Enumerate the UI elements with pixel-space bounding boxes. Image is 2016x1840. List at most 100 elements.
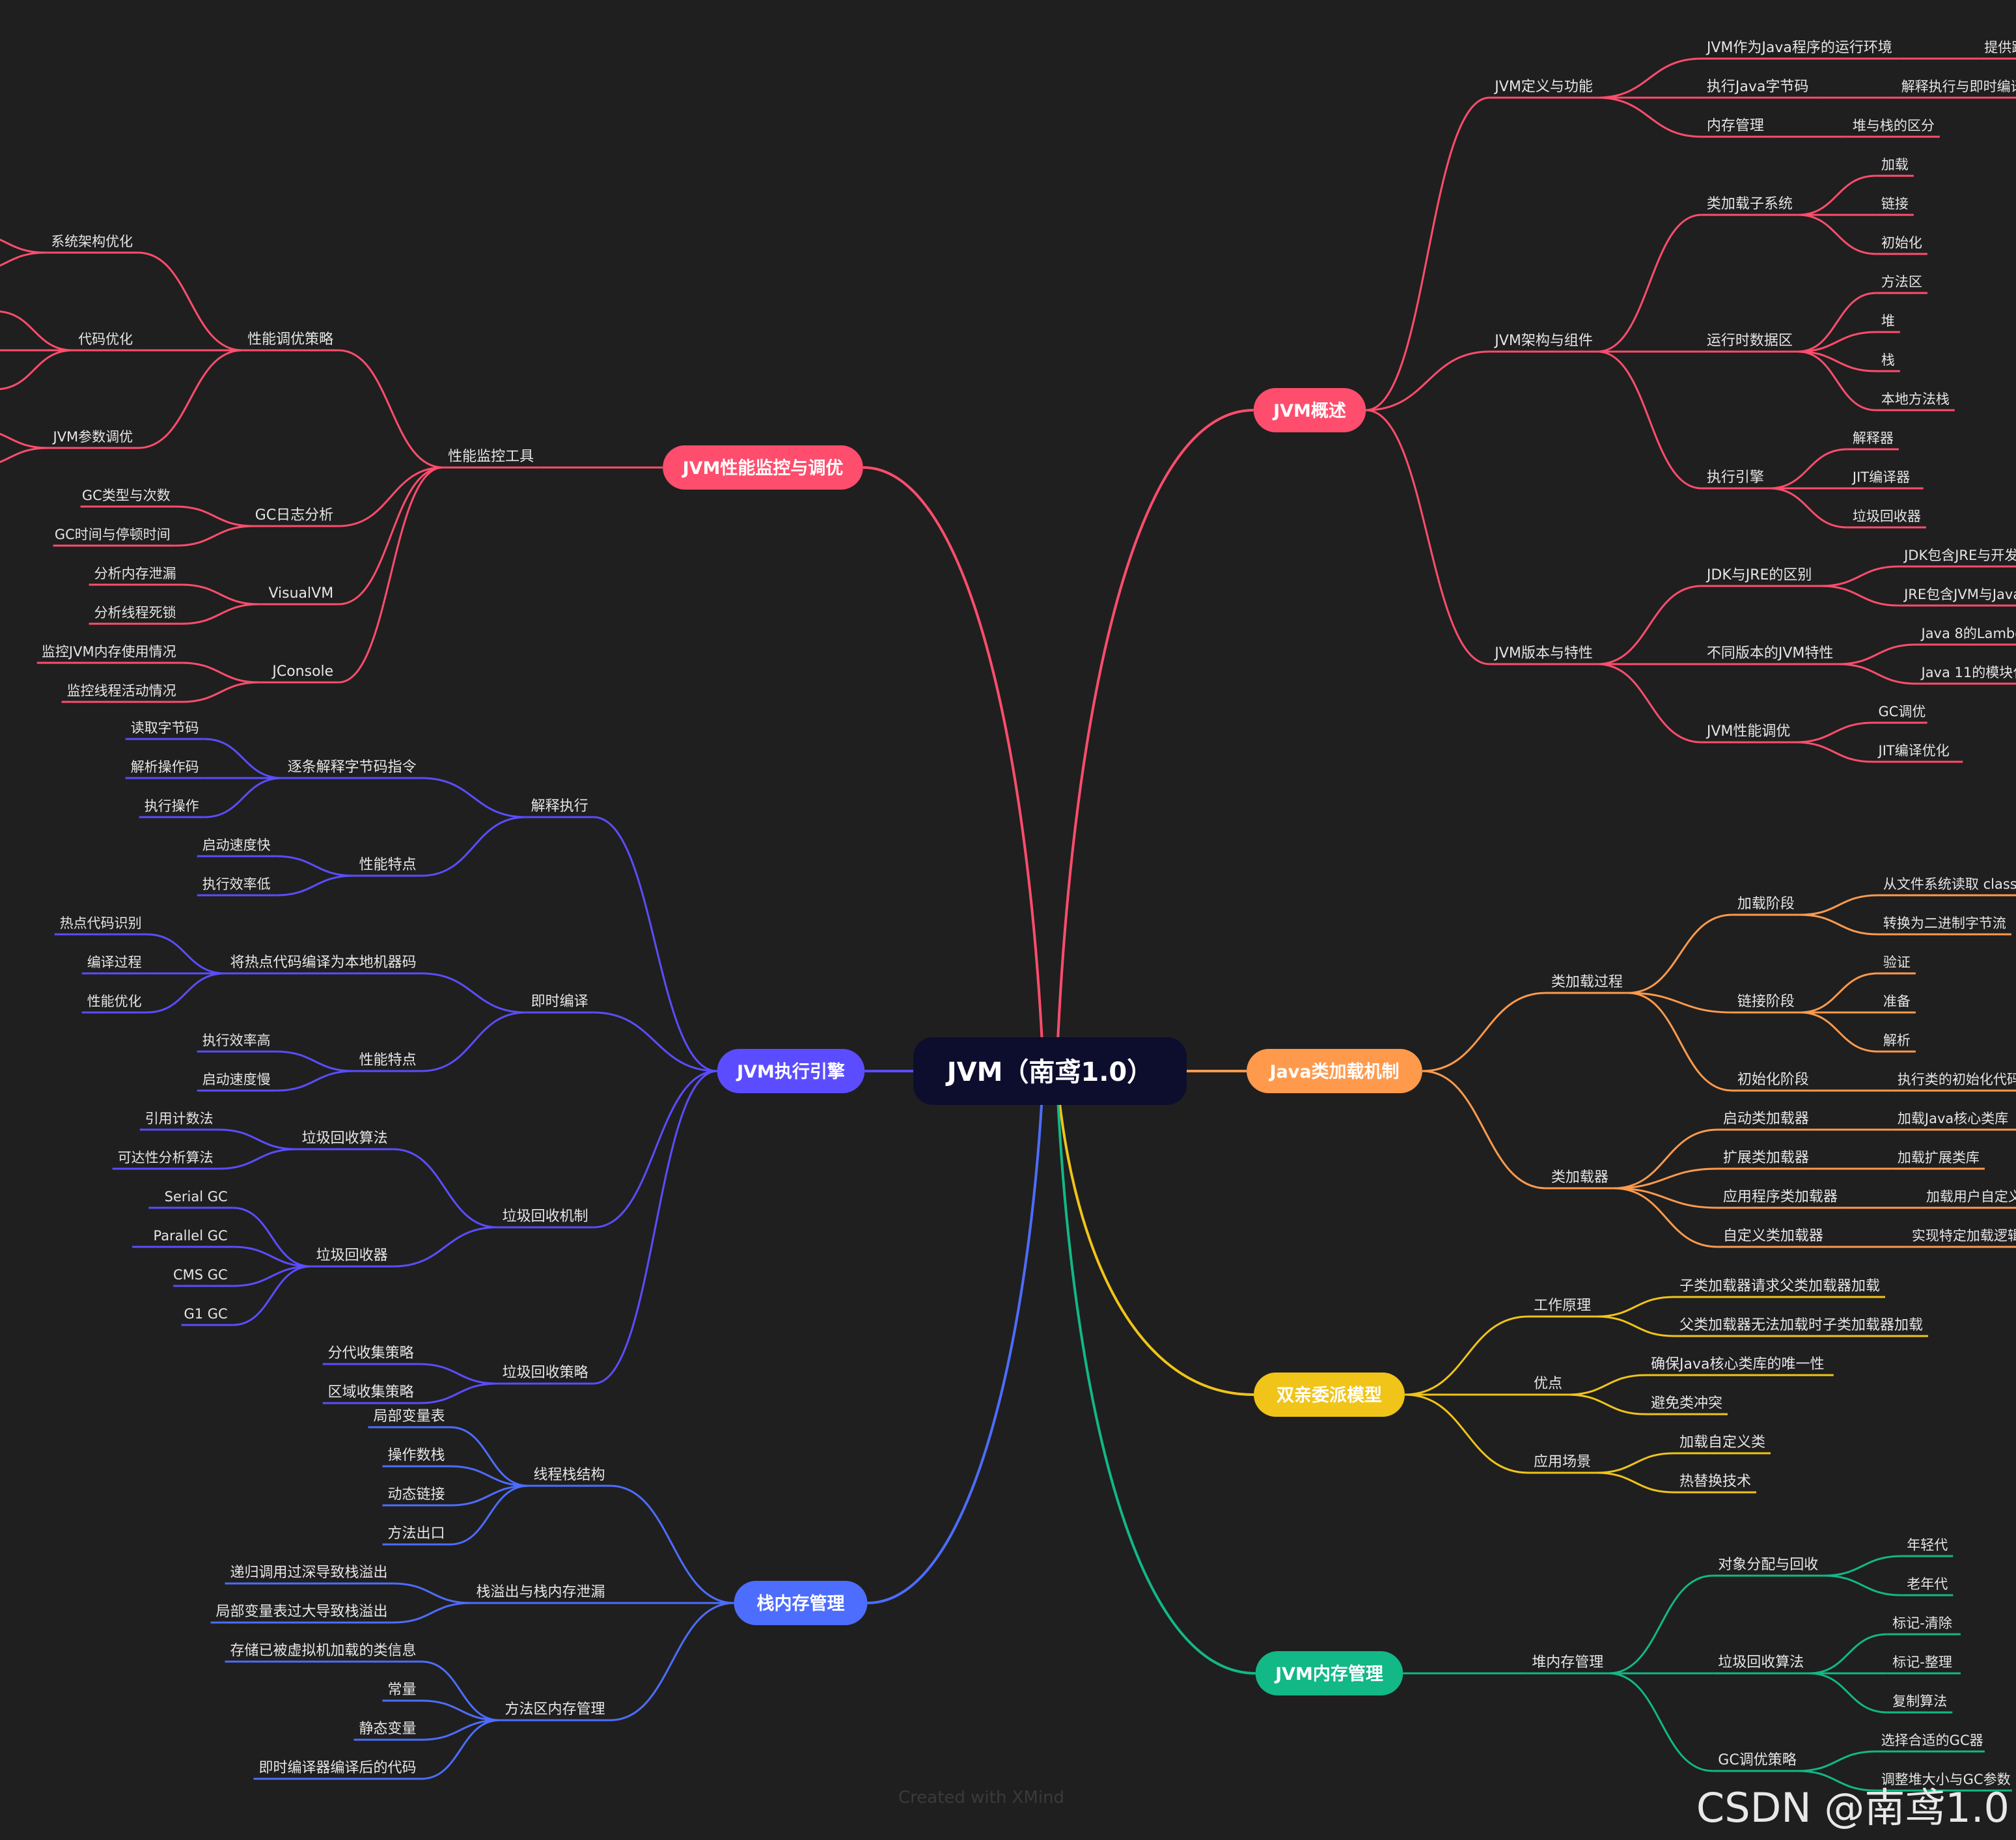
topic-label[interactable]: 启动速度慢 (202, 1072, 271, 1087)
topic-label[interactable]: 不同版本的JVM特性 (1707, 645, 1834, 662)
topic-label[interactable]: 即时编译器编译后的代码 (258, 1760, 416, 1776)
topic-label[interactable]: 本地方法栈 (1881, 391, 1950, 407)
topic-label[interactable]: 动态链接 (387, 1486, 445, 1503)
topic-label[interactable]: 提供跨平台能力 (1984, 40, 2016, 55)
branch-topic[interactable]: JVM性能监控与调优 (663, 445, 863, 490)
topic-label[interactable]: JVM版本与特性 (1493, 645, 1593, 662)
topic-label[interactable]: 内存管理 (1707, 118, 1764, 134)
topic-label[interactable]: 解析操作码 (131, 759, 199, 775)
topic-label[interactable]: 性能优化 (87, 994, 142, 1009)
topic-label[interactable]: 执行效率高 (202, 1033, 271, 1048)
topic-label[interactable]: 年轻代 (1907, 1537, 1948, 1553)
topic-label[interactable]: 递归调用过深导致栈溢出 (230, 1565, 387, 1581)
topic-label[interactable]: JIT编译优化 (1877, 743, 1950, 759)
topic-label[interactable]: 加载自定义类 (1679, 1434, 1765, 1451)
topic-label[interactable]: 系统架构优化 (51, 234, 133, 249)
topic-label[interactable]: 启动类加载器 (1723, 1111, 1809, 1127)
topic-label[interactable]: 优点 (1534, 1376, 1562, 1392)
topic-label[interactable]: 监控JVM内存使用情况 (42, 644, 176, 660)
topic-label[interactable]: 应用场景 (1534, 1454, 1591, 1470)
topic-label[interactable]: 可达性分析算法 (118, 1150, 214, 1165)
topic-label[interactable]: 编译过程 (87, 955, 142, 970)
topic-label[interactable]: 堆与栈的区分 (1853, 118, 1935, 133)
topic-label[interactable]: 对象分配与回收 (1718, 1557, 1818, 1573)
topic-label[interactable]: 启动速度快 (202, 837, 271, 853)
topic-label[interactable]: 实现特定加载逻辑 (1912, 1228, 2016, 1244)
topic-label[interactable]: 热点代码识别 (60, 915, 142, 931)
topic-label[interactable]: 选择合适的GC器 (1881, 1733, 1983, 1748)
topic-label[interactable]: 加载扩展类库 (1898, 1150, 1980, 1165)
topic-label[interactable]: 区域收集策略 (328, 1384, 414, 1401)
topic-label[interactable]: 标记-清除 (1892, 1615, 1952, 1631)
topic-label[interactable]: JDK与JRE的区别 (1705, 567, 1812, 583)
topic-label[interactable]: 链接阶段 (1737, 994, 1795, 1010)
topic-label[interactable]: 解释器 (1853, 430, 1894, 446)
topic-label[interactable]: 老年代 (1907, 1576, 1948, 1592)
topic-label[interactable]: 分析内存泄漏 (94, 566, 176, 581)
topic-label[interactable]: 解释执行与即时编译 (1901, 79, 2016, 94)
topic-label[interactable]: 性能调优策略 (247, 331, 333, 348)
topic-label[interactable]: 类加载过程 (1551, 974, 1623, 990)
topic-label[interactable]: JVM性能调优 (1705, 723, 1791, 740)
topic-label[interactable]: 垃圾回收算法 (1718, 1654, 1804, 1671)
topic-label[interactable]: 堆内存管理 (1532, 1654, 1603, 1671)
topic-label[interactable]: 避免类冲突 (1651, 1395, 1722, 1412)
topic-label[interactable]: 准备 (1883, 994, 1911, 1009)
topic-label[interactable]: 扩展类加载器 (1723, 1150, 1809, 1166)
topic-label[interactable]: 加载用户自定义类 (1926, 1189, 2016, 1205)
topic-label[interactable]: G1 GC (184, 1306, 227, 1322)
topic-label[interactable]: 堆 (1881, 313, 1895, 329)
topic-label[interactable]: 方法区 (1881, 274, 1922, 290)
topic-label[interactable]: 将热点代码编译为本地机器码 (230, 955, 417, 971)
topic-label[interactable]: JVM作为Java程序的运行环境 (1705, 40, 1892, 56)
topic-label[interactable]: JVM架构与组件 (1493, 333, 1593, 349)
topic-label[interactable]: 垃圾回收机制 (503, 1208, 588, 1225)
topic-label[interactable]: 复制算法 (1892, 1694, 1947, 1709)
topic-label[interactable]: 标记-整理 (1892, 1654, 1952, 1670)
topic-label[interactable]: 分析线程死锁 (94, 605, 176, 620)
topic-label[interactable]: CMS GC (173, 1267, 228, 1283)
topic-label[interactable]: 性能特点 (359, 857, 417, 873)
topic-label[interactable]: 从文件系统读取 class文件 (1883, 876, 2016, 892)
topic-label[interactable]: 运行时数据区 (1707, 333, 1793, 349)
topic-label[interactable]: 加载阶段 (1737, 896, 1795, 912)
topic-label[interactable]: 监控线程活动情况 (67, 683, 176, 699)
branch-topic[interactable]: JVM执行引擎 (717, 1049, 865, 1093)
branch-topic[interactable]: Java类加载机制 (1247, 1049, 1422, 1093)
topic-label[interactable]: 应用程序类加载器 (1723, 1189, 1838, 1205)
topic-label[interactable]: 读取字节码 (131, 720, 199, 736)
topic-label[interactable]: 常量 (387, 1682, 416, 1698)
topic-label[interactable]: 执行操作 (145, 798, 199, 814)
topic-label[interactable]: 垃圾回收器 (316, 1248, 388, 1264)
topic-label[interactable]: JIT编译器 (1851, 469, 1910, 485)
topic-label[interactable]: 执行类的初始化代码 (1898, 1072, 2016, 1087)
topic-label[interactable]: 执行效率低 (202, 876, 271, 892)
topic-label[interactable]: 工作原理 (1534, 1298, 1591, 1314)
topic-label[interactable]: 存储已被虚拟机加载的类信息 (230, 1643, 416, 1659)
topic-label[interactable]: 局部变量表过大导致栈溢出 (215, 1604, 387, 1620)
topic-label[interactable]: 链接 (1881, 196, 1909, 212)
topic-label[interactable]: JVM参数调优 (52, 429, 133, 445)
topic-label[interactable]: 初始化阶段 (1737, 1072, 1809, 1088)
topic-label[interactable]: 引用计数法 (145, 1111, 214, 1126)
topic-label[interactable]: 解释执行 (531, 798, 588, 815)
topic-label[interactable]: 垃圾回收器 (1853, 509, 1921, 524)
topic-label[interactable]: 方法出口 (387, 1526, 445, 1542)
topic-label[interactable]: JDK包含JRE与开发工具 (1903, 548, 2016, 563)
topic-label[interactable]: JVM定义与功能 (1493, 79, 1593, 95)
topic-label[interactable]: GC调优 (1879, 704, 1926, 719)
topic-label[interactable]: 性能监控工具 (448, 449, 534, 465)
topic-label[interactable]: GC日志分析 (255, 507, 333, 523)
topic-label[interactable]: 热替换技术 (1679, 1473, 1751, 1490)
branch-topic[interactable]: 栈内存管理 (734, 1581, 868, 1625)
branch-topic[interactable]: JVM概述 (1253, 388, 1366, 432)
root-topic[interactable]: JVM（南鸢1.0） (913, 1037, 1187, 1105)
topic-label[interactable]: 栈 (1881, 352, 1895, 368)
branch-topic[interactable]: 双亲委派模型 (1254, 1373, 1405, 1417)
topic-label[interactable]: 局部变量表 (373, 1408, 445, 1425)
topic-label[interactable]: 类加载子系统 (1707, 196, 1793, 212)
topic-label[interactable]: 自定义类加载器 (1723, 1228, 1823, 1244)
topic-label[interactable]: 栈溢出与栈内存泄漏 (476, 1584, 605, 1600)
topic-label[interactable]: 调整堆大小与GC参数 (1881, 1772, 2011, 1787)
topic-label[interactable]: 线程栈结构 (533, 1467, 605, 1483)
